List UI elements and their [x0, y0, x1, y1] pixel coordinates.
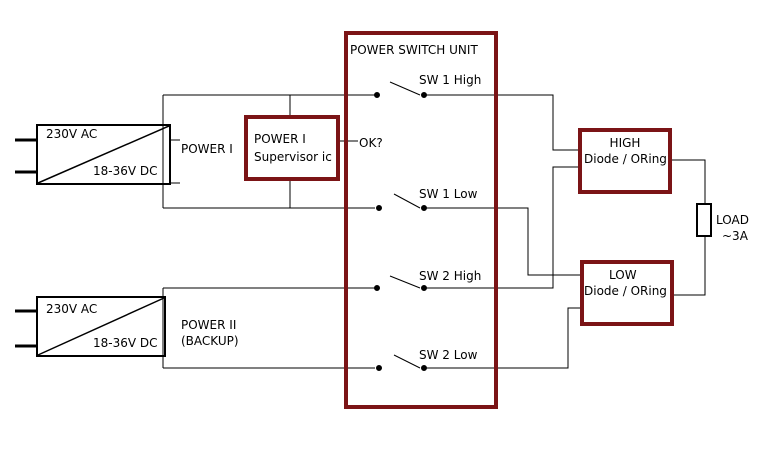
power2-backup-label: (BACKUP) — [181, 334, 239, 348]
load-label: LOAD — [716, 213, 749, 227]
sw1-low-switch — [376, 193, 427, 211]
power1-label: POWER I — [181, 142, 233, 156]
psu1-ac-label: 230V AC — [46, 127, 98, 141]
low-oring-box — [580, 260, 674, 326]
low-oring-title: LOW — [609, 268, 637, 282]
sw1-high-label: SW 1 High — [419, 73, 482, 87]
power2-label: POWER II — [181, 318, 237, 332]
sw2-high-switch — [374, 275, 427, 291]
psu1-dc-label: 18-36V DC — [93, 164, 158, 178]
power-switch-unit-box — [344, 31, 498, 409]
sw2-low-label: SW 2 Low — [419, 348, 478, 362]
load-resistor — [696, 203, 712, 237]
psu2-ac-label: 230V AC — [46, 302, 98, 316]
sw1-low-label: SW 1 Low — [419, 187, 478, 201]
high-oring-subtitle: Diode / ORing — [584, 152, 667, 166]
psu1-block — [15, 124, 171, 185]
supervisor-box — [244, 115, 340, 181]
red-boxes — [244, 31, 674, 409]
sw1-high-switch — [374, 81, 427, 98]
psu2-block — [15, 296, 166, 357]
supervisor-title: POWER I — [254, 132, 306, 146]
ok-query-label: OK? — [359, 136, 383, 150]
sw2-low-switch — [376, 354, 427, 371]
load-current-label: ~3A — [722, 229, 748, 243]
high-oring-box — [578, 128, 672, 194]
high-oring-title: HIGH — [609, 136, 641, 150]
supervisor-subtitle: Supervisor ic — [254, 150, 332, 164]
switches — [374, 81, 427, 371]
switch-unit-title: POWER SWITCH UNIT — [350, 43, 478, 57]
sw2-high-label: SW 2 High — [419, 269, 482, 283]
low-oring-subtitle: Diode / ORing — [584, 284, 667, 298]
psu2-dc-label: 18-36V DC — [93, 336, 158, 350]
